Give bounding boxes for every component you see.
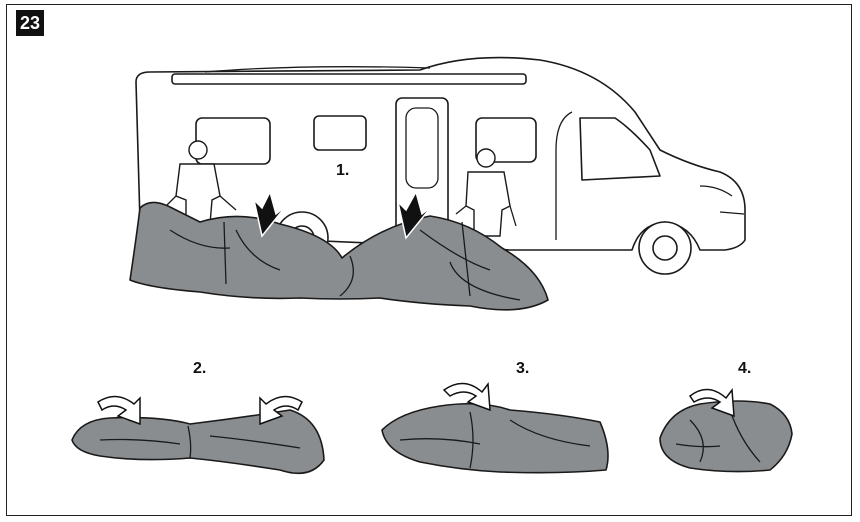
door-window — [405, 107, 439, 189]
cab-door-line — [555, 111, 573, 240]
awning-on-ground — [129, 201, 549, 311]
curved-arrow-icon — [688, 387, 735, 418]
curved-arrow-icon — [442, 381, 491, 412]
folded-step-4 — [659, 400, 793, 473]
figure-number-badge: 23 — [16, 10, 44, 36]
curved-arrow-icon — [97, 395, 141, 426]
grille — [719, 211, 745, 215]
folded-step-3 — [381, 402, 609, 474]
down-arrow-icon — [252, 189, 287, 238]
curved-arrow-icon — [259, 395, 303, 426]
step-label-3: 3. — [516, 360, 530, 377]
headlight — [699, 185, 733, 197]
awning-rail — [171, 73, 527, 85]
person-left — [159, 140, 237, 225]
figure-frame — [6, 4, 852, 516]
window-middle — [313, 115, 367, 151]
cab-window — [579, 117, 661, 181]
step-label-1: 1. — [336, 162, 350, 179]
window-left — [195, 117, 271, 165]
person-right — [455, 148, 517, 237]
roof-line — [204, 66, 431, 73]
front-hub — [652, 235, 678, 261]
down-arrow-icon — [396, 190, 433, 240]
folded-step-2 — [71, 409, 325, 475]
step-label-4: 4. — [738, 360, 752, 377]
step-label-2: 2. — [193, 360, 207, 377]
